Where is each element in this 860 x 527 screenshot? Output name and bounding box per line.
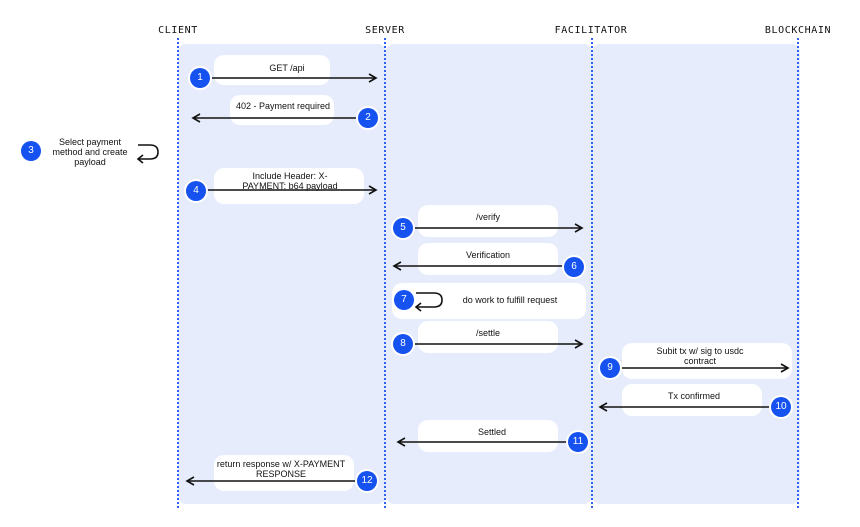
step-1-label: GET /api bbox=[269, 63, 305, 73]
server-lifeline bbox=[384, 38, 386, 508]
client-lifeline bbox=[177, 38, 179, 508]
step-5-pill bbox=[418, 205, 558, 237]
facilitator-lifeline bbox=[591, 38, 593, 508]
step-11-label: Settled bbox=[477, 427, 507, 437]
step-9-badge: 9 bbox=[600, 358, 620, 378]
step-10-badge: 10 bbox=[771, 397, 791, 417]
step-3-pill bbox=[18, 134, 166, 170]
step-12-badge: 12 bbox=[357, 471, 377, 491]
step-8-pill bbox=[418, 321, 558, 353]
step-12-pill bbox=[214, 455, 354, 491]
step-7-badge: 7 bbox=[394, 290, 414, 310]
step-9-pill bbox=[622, 343, 792, 379]
step-4-label: Include Header: X-PAYMENT: b64 payload bbox=[242, 171, 338, 191]
lane-label-client: CLIENT bbox=[158, 25, 198, 36]
step-8-label: /settle bbox=[475, 328, 501, 338]
step-3-loop-arrow bbox=[138, 144, 159, 160]
step-10-label: Tx confirmed bbox=[667, 391, 721, 401]
step-5-badge: 5 bbox=[393, 218, 413, 238]
step-10-pill bbox=[622, 384, 762, 416]
step-7-pill bbox=[392, 283, 586, 319]
facilitator-lane bbox=[592, 44, 800, 504]
step-3-label: Select payment method and create payload bbox=[52, 137, 128, 167]
step-6-badge: 6 bbox=[564, 257, 584, 277]
step-3-badge: 3 bbox=[21, 141, 41, 161]
step-1-badge: 1 bbox=[190, 68, 210, 88]
step-11-badge: 11 bbox=[568, 432, 588, 452]
lane-label-server: SERVER bbox=[365, 25, 405, 36]
step-2-label: 402 - Payment required bbox=[235, 101, 331, 111]
step-7-label: do work to fulfill request bbox=[462, 295, 558, 305]
step-4-badge: 4 bbox=[186, 181, 206, 201]
lane-label-blockchain: BLOCKCHAIN bbox=[764, 25, 832, 36]
lane-label-facilitator: FACILITATOR bbox=[554, 25, 628, 36]
step-2-badge: 2 bbox=[358, 108, 378, 128]
step-12-label: return response w/ X-PAYMENT RESPONSE bbox=[216, 459, 346, 479]
step-7-loop-arrow bbox=[416, 292, 443, 308]
step-9-label: Subit tx w/ sig to usdc contract bbox=[656, 346, 744, 366]
step-11-pill bbox=[418, 420, 558, 452]
step-4-pill bbox=[214, 168, 364, 204]
step-2-pill bbox=[230, 95, 334, 125]
step-5-label: /verify bbox=[475, 212, 501, 222]
blockchain-lifeline bbox=[797, 38, 799, 508]
step-8-badge: 8 bbox=[393, 334, 413, 354]
step-1-pill bbox=[214, 55, 330, 85]
step-6-label: Verification bbox=[465, 250, 511, 260]
step-6-pill bbox=[418, 243, 558, 275]
